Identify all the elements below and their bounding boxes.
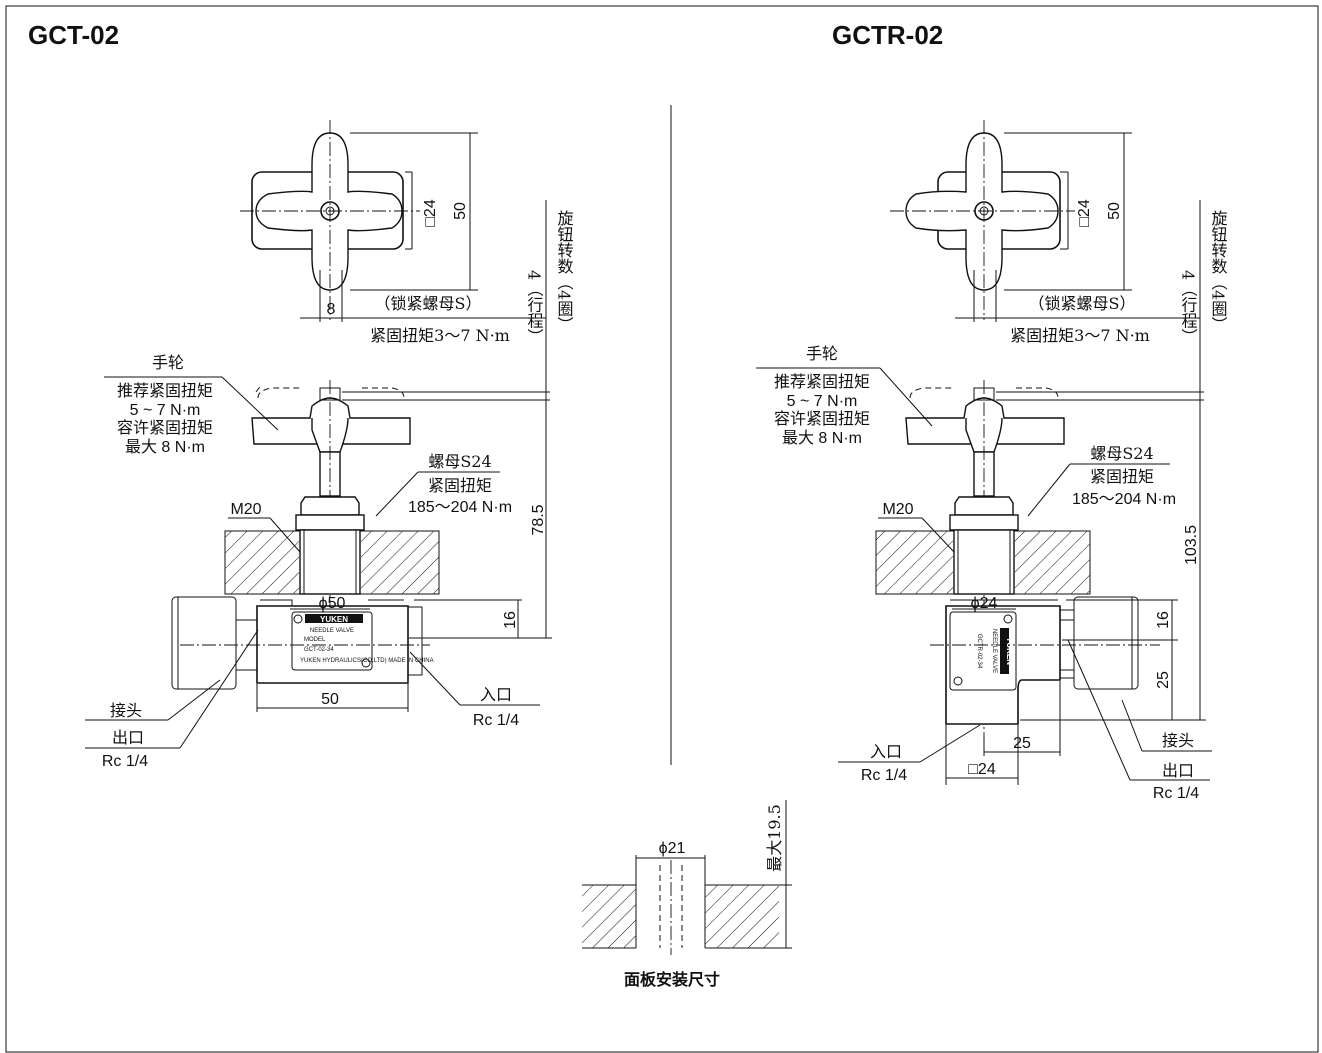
left-plate-model: GCT-02-34 xyxy=(304,647,334,653)
left-dim-50-horizontal: 50 xyxy=(321,691,339,708)
left-handwheel xyxy=(251,380,550,650)
right-dim-24: □24 xyxy=(1076,199,1093,227)
left-dim-24: □24 xyxy=(422,199,439,227)
right-plate-brand: YUKEN xyxy=(1005,637,1014,665)
left-nut-torque-label: 紧固扭矩 xyxy=(428,476,492,495)
left-stroke-text: 4（行程） xyxy=(525,270,544,344)
left-inlet-port: Rc 1/4 xyxy=(473,712,519,729)
left-top-view xyxy=(240,120,546,322)
right-joint-label: 接头 xyxy=(1162,731,1194,750)
right-inlet-port: Rc 1/4 xyxy=(861,767,907,784)
right-dim-50-vertical: 50 xyxy=(1106,202,1123,220)
right-dim-103-5: 103.5 xyxy=(1183,525,1200,565)
right-outlet-label: 出口 xyxy=(1162,761,1194,780)
right-nut-torque-label: 紧固扭矩 xyxy=(1090,467,1154,486)
gctr-02-drawing: GCTR-02 □24 50 （锁紧螺母S） 紧固扭矩3～7 N·m 4（行程）… xyxy=(756,20,1228,802)
left-m20-label: M20 xyxy=(230,501,261,518)
left-handwheel-label: 手轮 xyxy=(152,353,184,372)
right-rec-torque-label: 推荐紧固扭矩 xyxy=(774,372,870,391)
panel-cutout-drawing: ϕ21 最大19.5 面板安装尺寸 xyxy=(582,800,792,989)
panel-caption: 面板安装尺寸 xyxy=(624,970,720,989)
right-dim-25-vertical: 25 xyxy=(1155,671,1172,689)
left-outlet-port: Rc 1/4 xyxy=(102,753,148,770)
right-stroke-text: 4（行程） xyxy=(1179,270,1198,344)
right-plate-type: NEEDLE VALVE xyxy=(991,629,997,673)
left-plate-type: NEEDLE VALVE xyxy=(310,628,354,634)
left-dim-50-vertical: 50 xyxy=(452,202,469,220)
left-title: GCT-02 xyxy=(28,20,119,50)
right-locknut-label: （锁紧螺母S） xyxy=(1029,294,1136,313)
right-allow-torque-label: 容许紧固扭矩 xyxy=(774,409,870,428)
right-knob-turns: 旋钮转数（4圈） xyxy=(1209,210,1228,332)
right-inlet-label: 入口 xyxy=(870,742,902,761)
left-plate-model-label: MODEL xyxy=(304,637,326,643)
gct-02-drawing: GCT-02 □24 50 8 （锁紧螺母S） 紧固扭矩3～7 N·m 4（行程… xyxy=(28,20,574,770)
left-joint-label: 接头 xyxy=(110,701,142,720)
left-dim-8: 8 xyxy=(327,301,336,318)
right-plate-model: GCTR-02-34 xyxy=(976,634,982,669)
left-nut-label: 螺母S24 xyxy=(428,452,491,471)
panel-phi21: ϕ21 xyxy=(659,840,686,857)
right-allow-torque-value: 最大 8 N·m xyxy=(782,429,862,447)
right-nut-label: 螺母S24 xyxy=(1090,444,1153,463)
left-plate-brand: YUKEN xyxy=(320,615,348,624)
right-nut-torque-value: 185～204 N·m xyxy=(1072,491,1176,508)
right-m20-label: M20 xyxy=(882,501,913,518)
right-outlet-port: Rc 1/4 xyxy=(1153,785,1199,802)
left-plate-maker: YUKEN HYDRAULICS(CO,LTD) MADE IN CHINA xyxy=(300,658,434,664)
left-nut-torque-value: 185～204 N·m xyxy=(408,499,512,516)
left-dim-78-5: 78.5 xyxy=(530,504,547,535)
right-top-view xyxy=(890,120,1200,322)
left-rec-torque-value: 5 ~ 7 N·m xyxy=(130,402,201,419)
left-phi50: ϕ50 xyxy=(319,595,346,612)
right-title: GCTR-02 xyxy=(832,20,943,50)
right-lock-torque: 紧固扭矩3～7 N·m xyxy=(1010,326,1150,345)
left-lock-torque: 紧固扭矩3～7 N·m xyxy=(370,326,510,345)
right-dim-16: 16 xyxy=(1155,611,1172,629)
left-inlet-label: 入口 xyxy=(480,685,512,704)
right-sq24: □24 xyxy=(968,761,996,778)
right-dim-25-horizontal: 25 xyxy=(1013,735,1031,752)
drawing-border xyxy=(5,5,1319,1053)
left-allow-torque-value: 最大 8 N·m xyxy=(125,438,205,456)
panel-max-depth: 最大19.5 xyxy=(765,804,784,872)
right-phi24: ϕ24 xyxy=(971,595,998,612)
left-locknut-label: （锁紧螺母S） xyxy=(375,294,482,313)
right-rec-torque-value: 5 ~ 7 N·m xyxy=(787,393,858,410)
left-dim-16: 16 xyxy=(502,611,519,629)
right-handwheel-label: 手轮 xyxy=(806,344,838,363)
left-outlet-label: 出口 xyxy=(112,728,144,747)
left-knob-turns: 旋钮转数（4圈） xyxy=(555,210,574,332)
left-allow-torque-label: 容许紧固扭矩 xyxy=(117,418,213,437)
left-rec-torque-label: 推荐紧固扭矩 xyxy=(117,381,213,400)
